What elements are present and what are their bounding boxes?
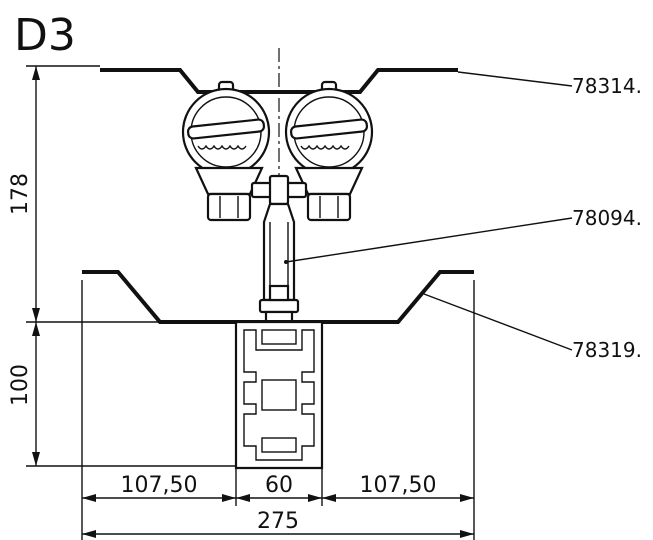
leader-lines bbox=[284, 71, 573, 351]
horizontal-dimensions bbox=[81, 280, 475, 540]
drawing-title: D3 bbox=[14, 10, 76, 61]
left-trolley bbox=[181, 80, 271, 222]
part-label-top-rail: 78314. bbox=[572, 74, 642, 98]
part-label-bottom-rail: 78319. bbox=[572, 338, 642, 362]
top-rail bbox=[100, 68, 458, 94]
dim-profile-width: 60 bbox=[265, 473, 293, 498]
dim-lower-height: 100 bbox=[8, 364, 33, 406]
part-label-bracket: 78094. bbox=[572, 206, 642, 230]
axle-bolt bbox=[250, 174, 308, 206]
dim-upper-height: 178 bbox=[8, 173, 33, 215]
dim-right-offset: 107,50 bbox=[360, 473, 437, 498]
dim-left-offset: 107,50 bbox=[121, 473, 198, 498]
hanger-bracket bbox=[258, 202, 300, 326]
aluminium-profile bbox=[234, 320, 324, 470]
vertical-dimensions bbox=[26, 65, 236, 467]
right-trolley bbox=[284, 80, 374, 222]
dim-overall-width: 275 bbox=[257, 509, 299, 534]
